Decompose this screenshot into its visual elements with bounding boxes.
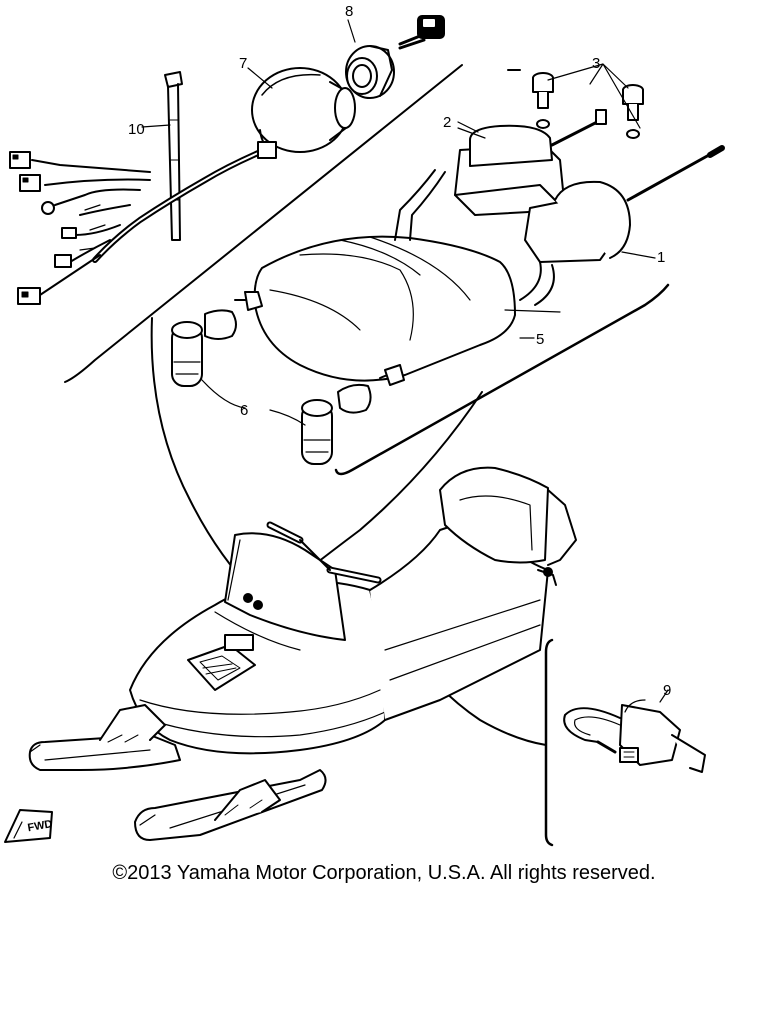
part-6-plug-caps: [171, 291, 405, 465]
part-3-bolts: [532, 63, 644, 139]
callout-6: 6: [240, 402, 248, 419]
part-7-unit: [251, 67, 356, 159]
part-8-key-switch: [345, 15, 445, 99]
part-9-switch: [563, 689, 706, 773]
callout-2: 2: [443, 114, 451, 131]
callout-leaders: [141, 19, 535, 339]
copyright-notice: ©2013 Yamaha Motor Corporation, U.S.A. A…: [112, 862, 656, 884]
callout-3: 3: [592, 55, 600, 72]
upper-left-panel-border: [64, 64, 463, 383]
part-1-coil: [524, 145, 725, 263]
part-2-coil: [454, 109, 607, 216]
fwd-label: FWD: [27, 818, 54, 834]
part-10-cable-tie: [164, 71, 183, 241]
callout-10: 10: [128, 121, 145, 138]
snowmobile: [28, 466, 577, 841]
callout-8: 8: [345, 3, 353, 20]
lower-right-panel-border: [544, 638, 554, 847]
callouts: 1 2 3 5 6 7 8 9 10: [128, 3, 671, 699]
fwd-direction-badge: FWD: [4, 809, 54, 843]
center-panel-border: [334, 69, 670, 476]
callout-1: 1: [657, 249, 665, 266]
callout-7: 7: [239, 55, 247, 72]
callout-5: 5: [536, 331, 544, 348]
part-5-cushion: [253, 169, 561, 382]
wire-harness: [9, 147, 268, 305]
callout-9: 9: [663, 682, 671, 699]
